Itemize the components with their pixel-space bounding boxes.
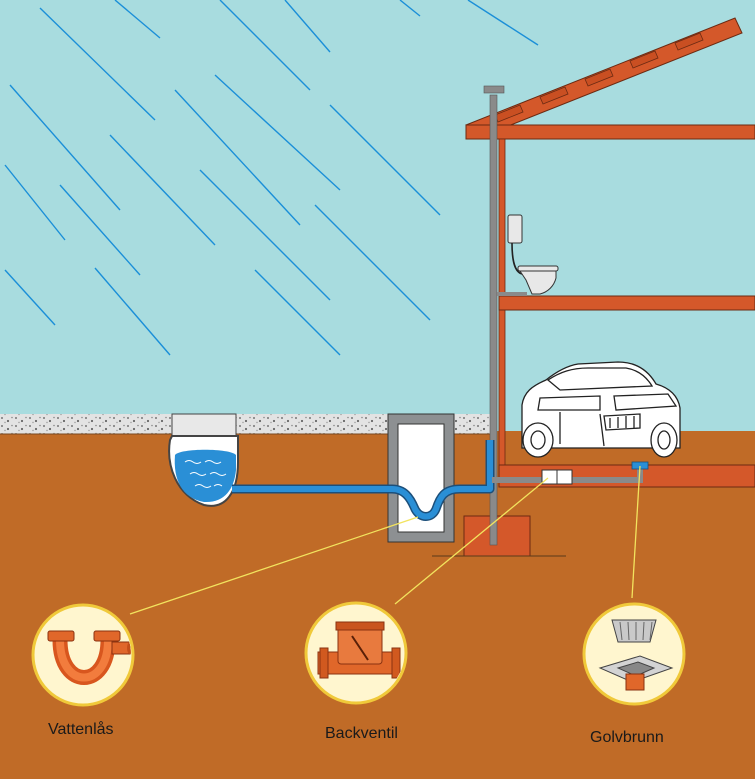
- floor-drain-label: Golvbrunn: [590, 729, 664, 746]
- upper-floor: [498, 295, 755, 311]
- ceiling-beam: [465, 124, 755, 140]
- leader-lines: [129, 465, 641, 615]
- gravel-layer: [0, 414, 490, 434]
- toilet: [507, 214, 559, 295]
- backflow-valve-product-circle: [304, 601, 408, 705]
- floor-drain-product-circle: [582, 602, 686, 706]
- vent-stack: [489, 94, 498, 546]
- backflow-valve-label: Backventil: [325, 725, 398, 742]
- street-gully: [168, 413, 239, 507]
- vent-cap: [483, 85, 505, 94]
- trap-product-circle: [31, 603, 135, 707]
- inspection-well: [387, 413, 455, 543]
- rain-streaks: [4, 0, 539, 356]
- trap-label: Vattenlås: [48, 720, 114, 738]
- garage-floor: [498, 464, 755, 488]
- car: [521, 361, 681, 458]
